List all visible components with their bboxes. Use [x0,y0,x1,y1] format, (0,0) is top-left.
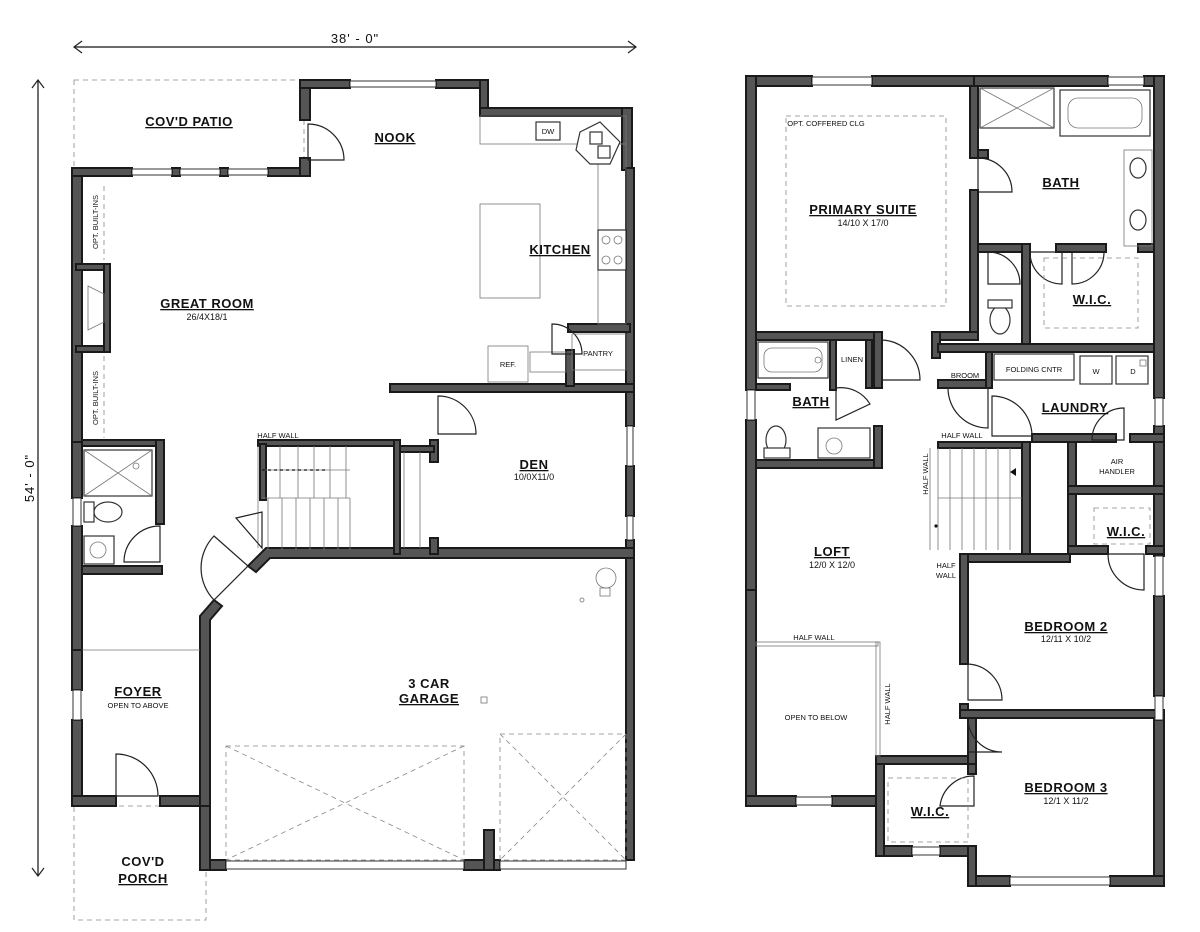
upper-floor-walls [745,75,1165,887]
main-floor-plan: COV'D PATIO NOOK KITCHEN GREAT ROOM 26/4… [71,79,635,921]
width-dimension-label: 38' - 0" [331,31,379,46]
broom-label: BROOM [951,371,979,380]
loft-size: 12/0 X 12/0 [809,560,855,570]
den-label: DEN [520,457,549,472]
main-floor-labels: COV'D PATIO NOOK KITCHEN GREAT ROOM 26/4… [91,114,613,886]
ref-label: REF. [500,360,516,369]
bedroom-doors [887,507,1151,843]
width-dimension: 38' - 0" [73,31,637,54]
primary-bath-fixtures [977,87,1153,335]
primary-suite-label: PRIMARY SUITE [809,202,917,217]
covd-patio-label: COV'D PATIO [145,114,233,129]
primary-wic-label: W.I.C. [1073,292,1111,307]
primary-suite-fixtures [785,115,947,307]
upper-bath-fixtures [757,339,921,459]
great-room-size: 26/4X18/1 [186,312,227,322]
half-wall-open-vert-label: HALF WALL [883,683,892,724]
garage-label-line1: 3 CAR [408,676,450,691]
wic3-label: W.I.C. [911,804,949,819]
open-to-below-label: OPEN TO BELOW [785,713,849,722]
laundry-fixtures [947,353,1149,441]
bedroom3-label: BEDROOM 3 [1024,780,1107,795]
covd-porch-label-line2: PORCH [118,871,167,886]
nook-label: NOOK [375,130,416,145]
half-wall-short-1: HALF [936,561,956,570]
primary-bath-label: BATH [1042,175,1079,190]
den-size: 10/0X11/0 [514,472,554,482]
half-wall-vert-label: HALF WALL [921,453,930,494]
kitchen-fixtures [479,115,627,383]
half-wall-label: HALF WALL [257,431,298,440]
folding-label: FOLDING CNTR [1006,365,1063,374]
half-wall-stair-label: HALF WALL [941,431,982,440]
air-handler-label-1: AIR [1111,457,1124,466]
opt-builtins-top-label: OPT. BUILT-INS [91,195,100,249]
upper-stairs [929,448,1022,550]
garage-fixtures [225,567,627,861]
linen-label: LINEN [841,355,863,364]
main-floor-walls [71,79,635,871]
upper-floor-labels: OPT. COFFERED CLG PRIMARY SUITE 14/10 X … [785,119,1145,819]
great-room-label: GREAT ROOM [160,296,254,311]
bedroom2-label: BEDROOM 2 [1024,619,1107,634]
main-floor-windows [72,80,634,870]
bath-label: BATH [792,394,829,409]
depth-dimension-label: 54' - 0" [22,454,37,502]
loft-label: LOFT [814,544,850,559]
main-stairs [234,446,421,550]
fireplace-builtins [87,186,105,438]
washer-label: W [1092,367,1100,376]
primary-suite-size: 14/10 X 17/0 [837,218,888,228]
kitchen-label: KITCHEN [529,242,590,257]
dw-label: DW [542,127,555,136]
laundry-label: LAUNDRY [1042,400,1109,415]
foyer-note: OPEN TO ABOVE [108,701,169,710]
bedroom3-size: 12/1 X 11/2 [1043,796,1088,806]
garage-label-line2: GARAGE [399,691,459,706]
half-wall-open-label: HALF WALL [793,633,834,642]
upper-floor-plan: OPT. COFFERED CLG PRIMARY SUITE 14/10 X … [745,75,1165,887]
pantry-label: PANTRY [583,349,613,358]
main-floor-doors [82,123,477,797]
foyer-label: FOYER [114,684,161,699]
coffered-label: OPT. COFFERED CLG [787,119,865,128]
upper-floor-windows [746,76,1164,886]
dryer-label: D [1130,367,1136,376]
covd-porch-label-line1: COV'D [121,854,164,869]
depth-dimension: 54' - 0" [22,79,45,877]
wic2-label: W.I.C. [1107,524,1145,539]
half-wall-short-2: WALL [936,571,956,580]
main-bath-fixtures [83,449,161,565]
opt-builtins-bottom-label: OPT. BUILT-INS [91,371,100,425]
air-handler-label-2: HANDLER [1099,467,1135,476]
bedroom2-size: 12/11 X 10/2 [1041,634,1091,644]
open-to-below [755,641,881,757]
